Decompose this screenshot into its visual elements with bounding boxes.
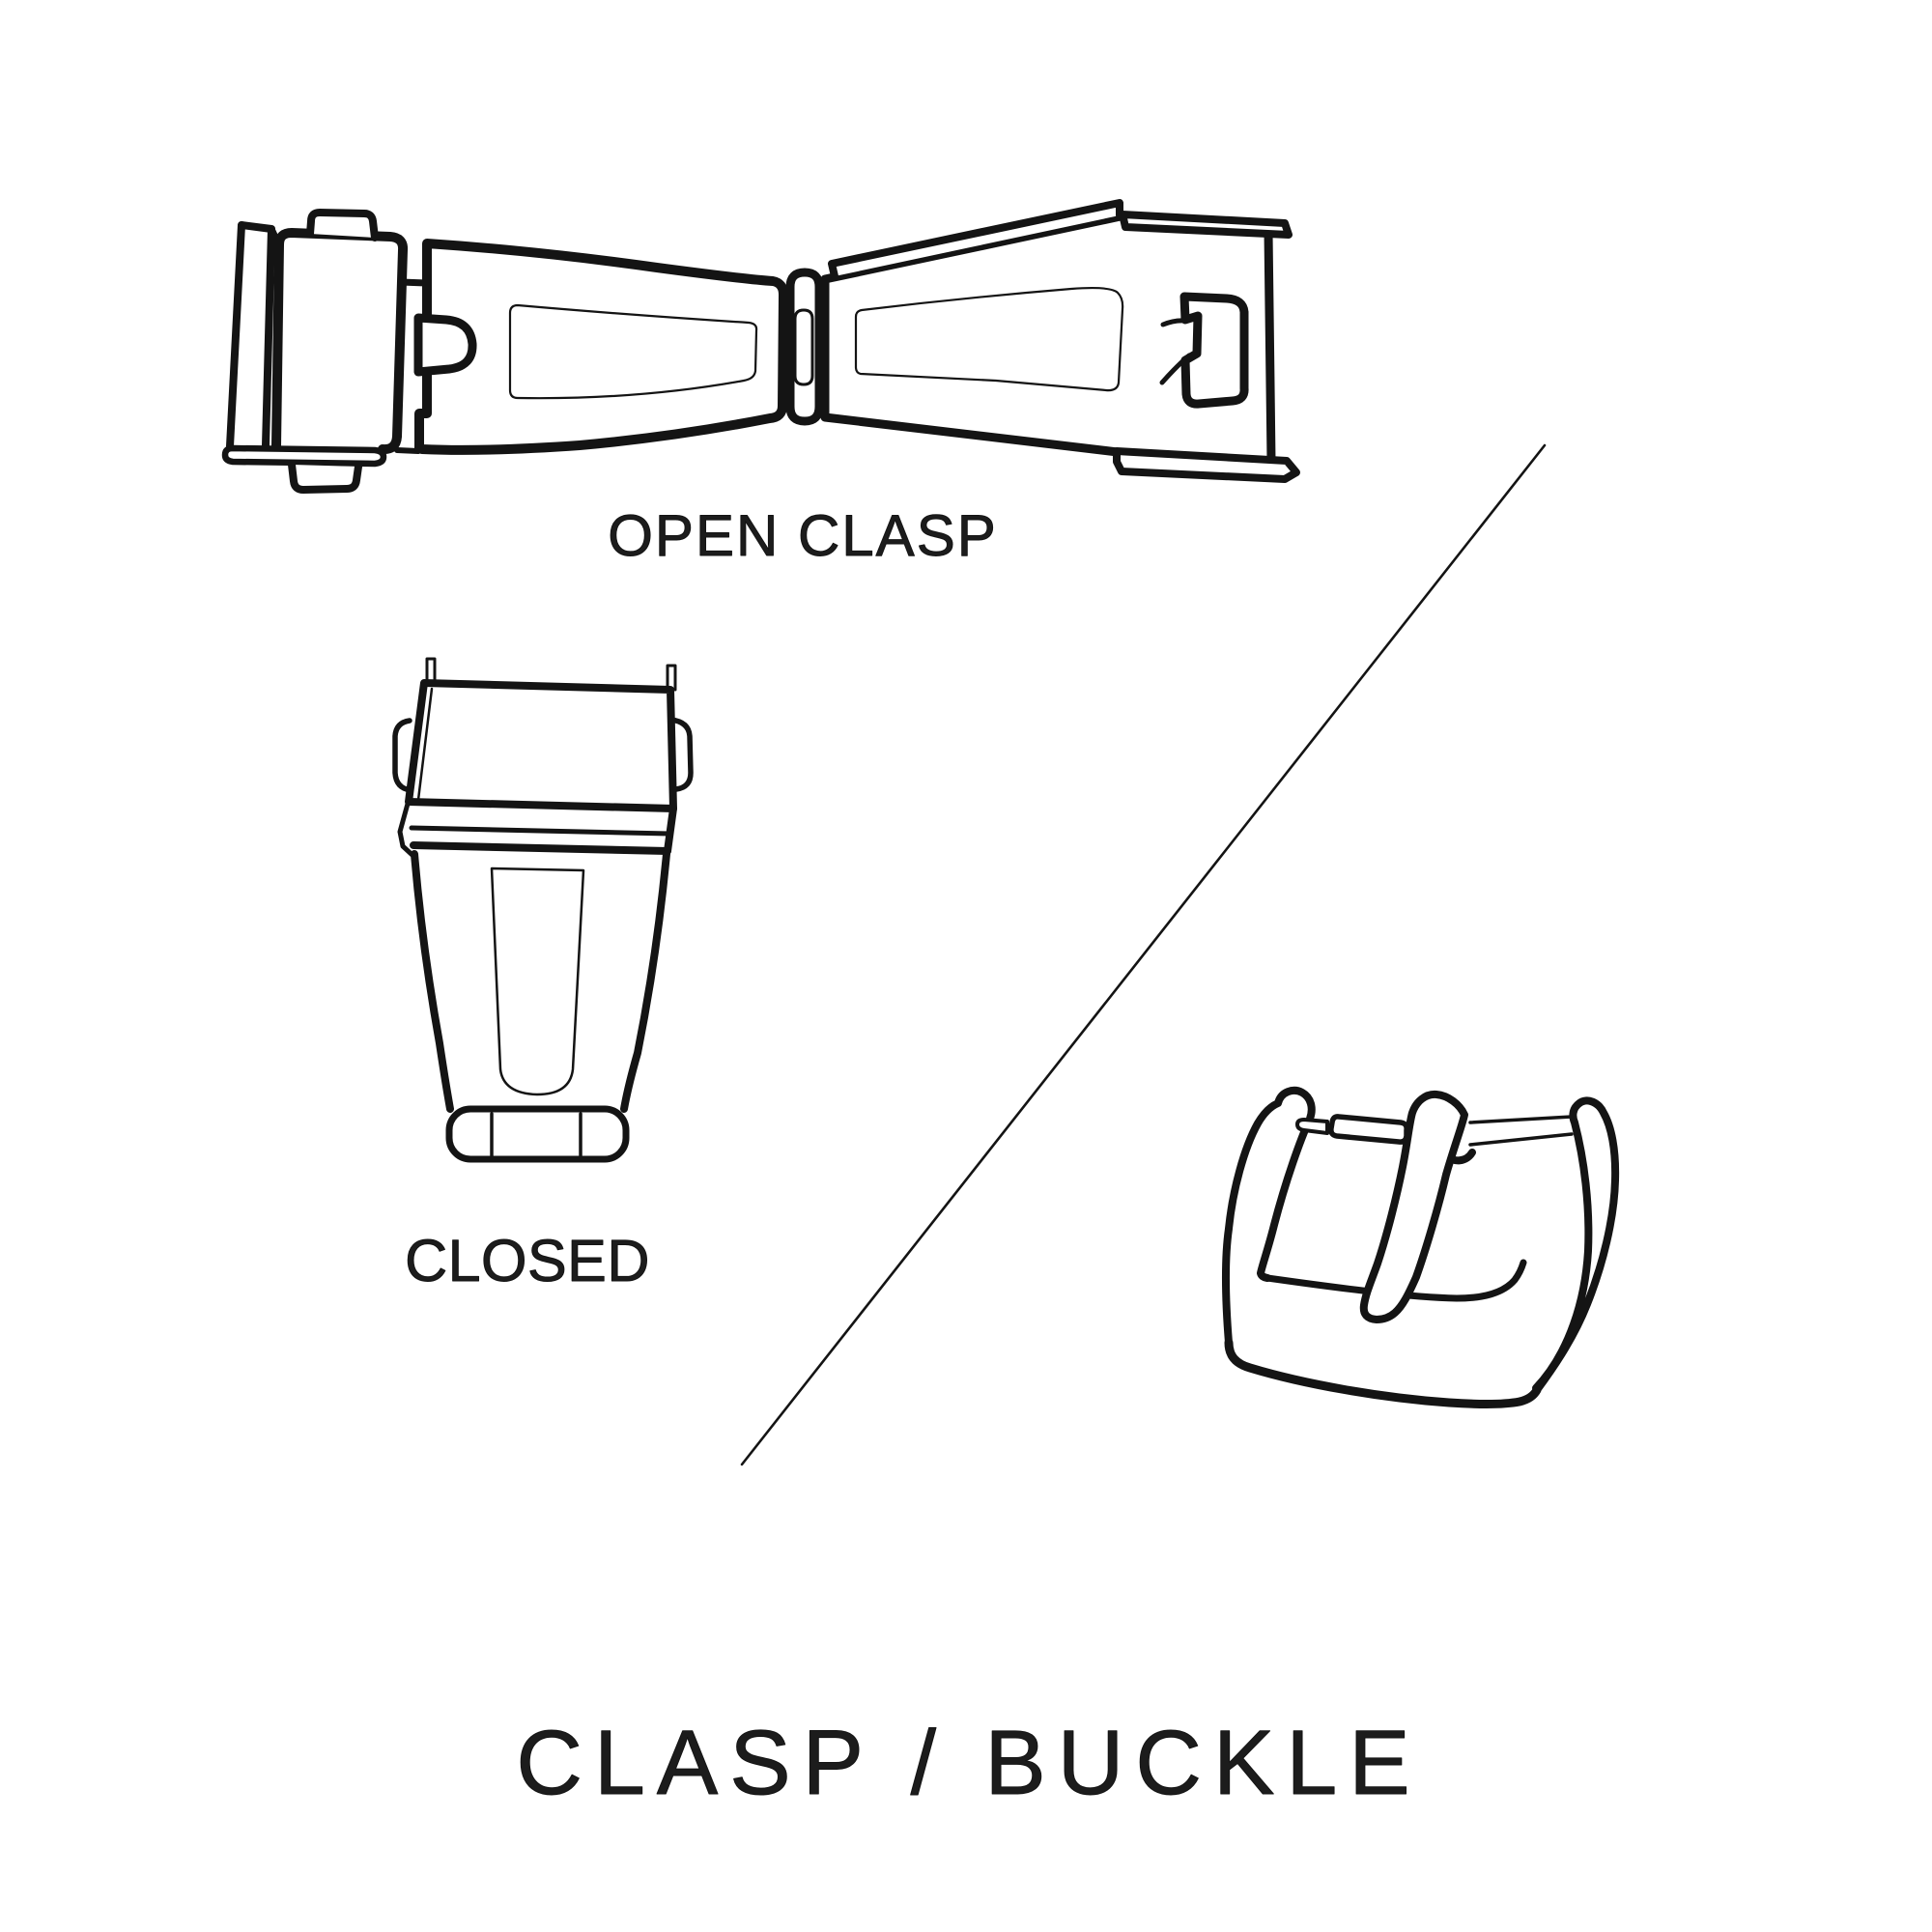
svg-text:CLASP / BUCKLE: CLASP / BUCKLE <box>516 1712 1421 1814</box>
svg-text:OPEN CLASP: OPEN CLASP <box>608 503 997 568</box>
svg-text:CLOSED: CLOSED <box>405 1228 650 1293</box>
